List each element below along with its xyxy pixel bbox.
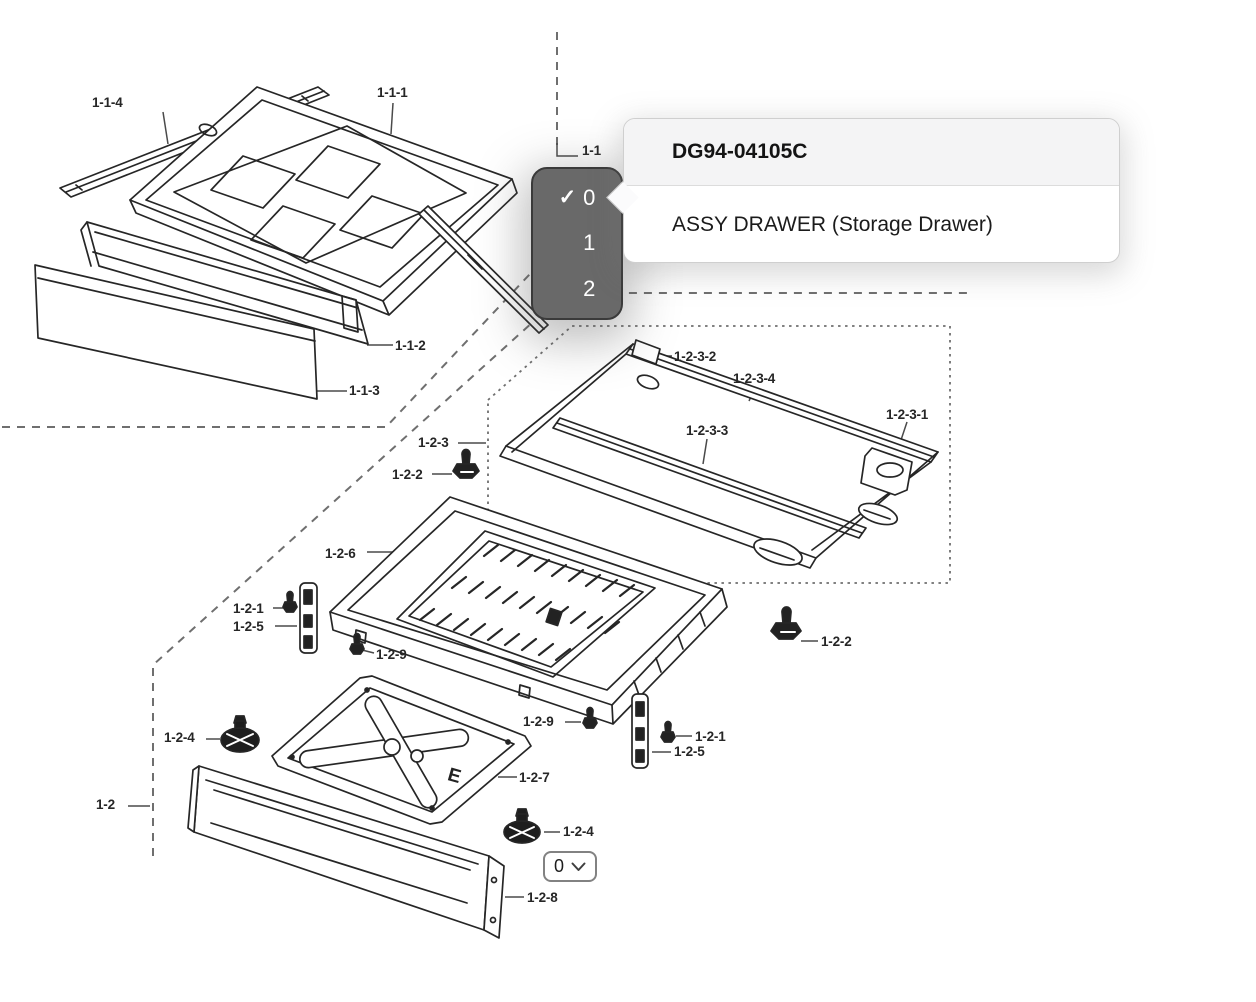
quantity-select-value: 0 xyxy=(554,856,565,876)
dropdown-option-1[interactable]: ✓ 1 xyxy=(533,232,621,254)
callout-leader-lines xyxy=(128,102,908,898)
callout-1-2-3-1[interactable]: 1-2-3-1 xyxy=(886,407,929,422)
part-1-2-1-screw-left[interactable] xyxy=(282,590,298,613)
callout-1-1-4[interactable]: 1-1-4 xyxy=(92,95,123,110)
callout-1-1-1[interactable]: 1-1-1 xyxy=(377,85,408,100)
callout-1-2-1-right[interactable]: 1-2-1 xyxy=(695,729,726,744)
callout-1-1-2[interactable]: 1-1-2 xyxy=(395,338,426,353)
dropdown-option-1-label: 1 xyxy=(583,230,596,256)
part-1-2-4-foot-left[interactable] xyxy=(220,715,260,753)
part-1-2-7-bottom-panel[interactable]: E xyxy=(271,675,532,825)
quantity-select[interactable]: 0 xyxy=(543,851,597,882)
callout-1-2-3[interactable]: 1-2-3 xyxy=(418,435,449,450)
callout-1-2-4-bottom[interactable]: 1-2-4 xyxy=(563,824,594,839)
callout-1-2-8[interactable]: 1-2-8 xyxy=(527,890,558,905)
callout-1-2-5-left[interactable]: 1-2-5 xyxy=(233,619,264,634)
part-number: DG94-04105C xyxy=(624,119,1119,186)
part-name: ASSY DRAWER (Storage Drawer) xyxy=(672,213,993,236)
callout-1-2[interactable]: 1-2 xyxy=(96,797,115,812)
check-icon: ✓ xyxy=(558,186,577,210)
callout-1-2-3-4[interactable]: 1-2-3-4 xyxy=(733,371,776,386)
part-1-2-1-screw-right[interactable] xyxy=(660,720,676,743)
quantity-dropdown-menu: ✓ 0 ✓ 1 ✓ 2 xyxy=(531,167,623,320)
part-1-1-1-top-frame[interactable] xyxy=(129,86,518,316)
part-1-2-8-front-panel[interactable] xyxy=(187,765,505,939)
dropdown-option-0[interactable]: ✓ 0 xyxy=(533,184,621,210)
dropdown-option-2[interactable]: ✓ 2 xyxy=(533,278,621,300)
part-1-2-9-screw-left[interactable] xyxy=(349,632,365,655)
callout-1-2-3-3[interactable]: 1-2-3-3 xyxy=(686,423,729,438)
part-1-1-slide-rail-right[interactable] xyxy=(418,205,549,334)
callout-1-2-5-right[interactable]: 1-2-5 xyxy=(674,744,705,759)
callout-1-2-9-mid[interactable]: 1-2-9 xyxy=(523,714,554,729)
part-tooltip: DG94-04105C ASSY DRAWER (Storage Drawer) xyxy=(623,118,1120,263)
callout-1-2-1-left[interactable]: 1-2-1 xyxy=(233,601,264,616)
part-1-2-4-foot-bottom[interactable] xyxy=(503,808,541,844)
part-1-2-3-rail-assembly[interactable] xyxy=(499,339,939,570)
part-1-2-9-screw-mid[interactable] xyxy=(582,706,598,729)
part-1-2-5-bracket-left[interactable] xyxy=(299,582,318,654)
part-1-2-6-drawer-body[interactable] xyxy=(329,496,728,725)
dropdown-option-0-label: 0 xyxy=(583,184,596,210)
callout-1-2-3-2[interactable]: 1-2-3-2 xyxy=(674,349,717,364)
callout-1-2-7[interactable]: 1-2-7 xyxy=(519,770,550,785)
dropdown-option-2-label: 2 xyxy=(583,276,596,302)
callout-1-2-2-left[interactable]: 1-2-2 xyxy=(392,467,423,482)
part-1-1-3-front-outer-panel[interactable] xyxy=(34,264,318,400)
callout-1-2-4-left[interactable]: 1-2-4 xyxy=(164,730,195,745)
part-1-2-2-bolt-right[interactable] xyxy=(770,606,802,640)
callout-1-2-2-right[interactable]: 1-2-2 xyxy=(821,634,852,649)
part-1-1-2-front-inner-panel[interactable] xyxy=(80,221,369,345)
emboss-letter: E xyxy=(445,764,463,788)
chevron-down-icon xyxy=(571,862,586,871)
callout-1-2-9-left[interactable]: 1-2-9 xyxy=(376,647,407,662)
callout-1-1-3[interactable]: 1-1-3 xyxy=(349,383,380,398)
callout-1-1[interactable]: 1-1 xyxy=(582,143,601,158)
callout-1-2-6[interactable]: 1-2-6 xyxy=(325,546,356,561)
part-1-2-2-bolt-left[interactable] xyxy=(452,448,480,479)
part-1-2-5-bracket-right[interactable] xyxy=(631,693,649,769)
